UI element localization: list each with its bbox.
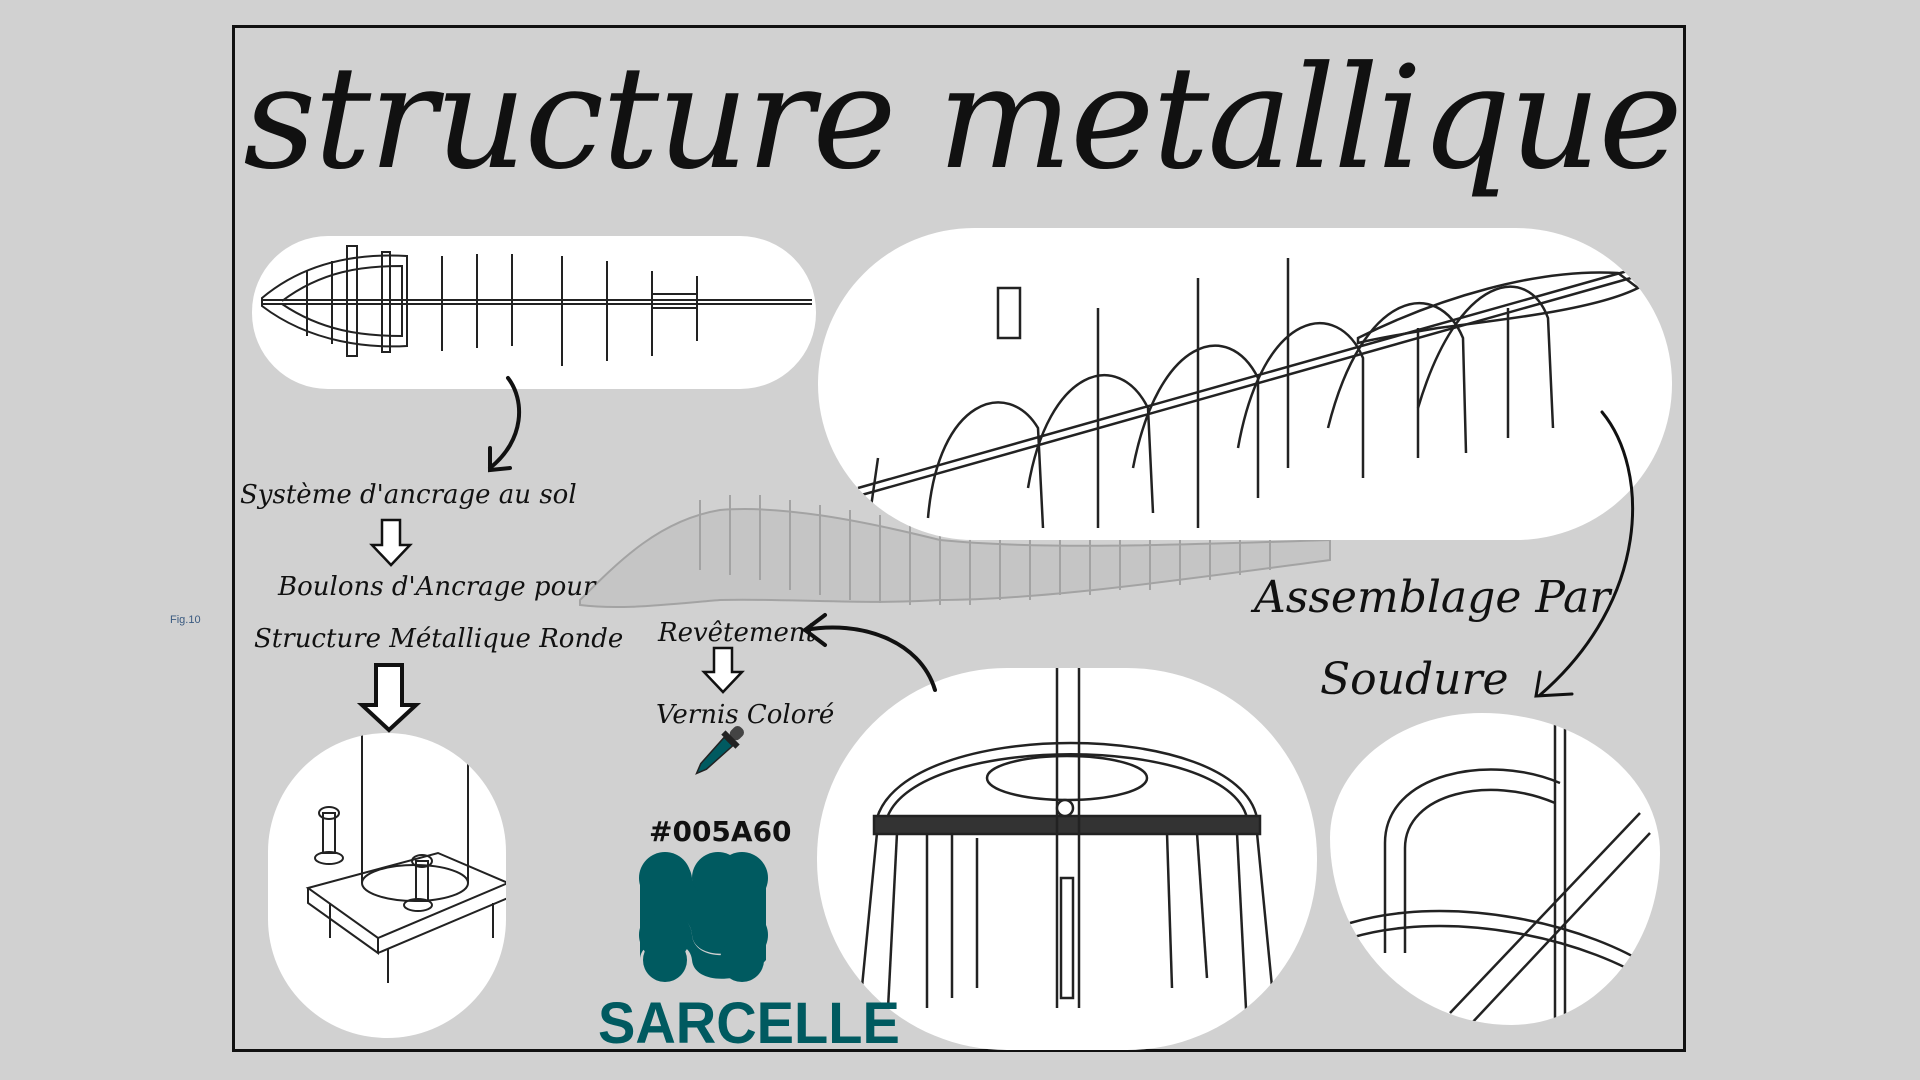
varnish-label: Vernis Coloré [656, 700, 835, 730]
weld-detail-drawing [1330, 713, 1660, 1025]
dropper-icon [695, 726, 744, 775]
page-title: structure metallique [243, 36, 1682, 201]
poster-frame: structure metallique [232, 25, 1686, 1052]
wave-pattern-logo [639, 852, 768, 982]
anchor-bolts-label-line2: Structure Métallique Ronde [254, 624, 624, 654]
anchor-system-label: Système d'ancrage au sol [240, 480, 577, 510]
figure-label: Fig.10 [170, 614, 201, 626]
arch-front-drawing [817, 668, 1317, 1050]
top-view-drawing [252, 236, 816, 389]
welding-assembly-label-line2: Soudure [1320, 654, 1509, 705]
outline-down-arrow-icon [356, 518, 745, 733]
color-hex-code: #005A60 [649, 815, 792, 848]
perspective-view-drawing [818, 228, 1672, 540]
coating-label: Revêtement [658, 618, 817, 648]
anchor-bolts-label-line1: Boulons d'Ancrage pour [278, 572, 596, 602]
color-brand-name: SARCELLE [598, 989, 900, 1056]
welding-assembly-label-line1: Assemblage Par [1254, 572, 1611, 623]
anchor-bolts-drawing [268, 733, 506, 1038]
